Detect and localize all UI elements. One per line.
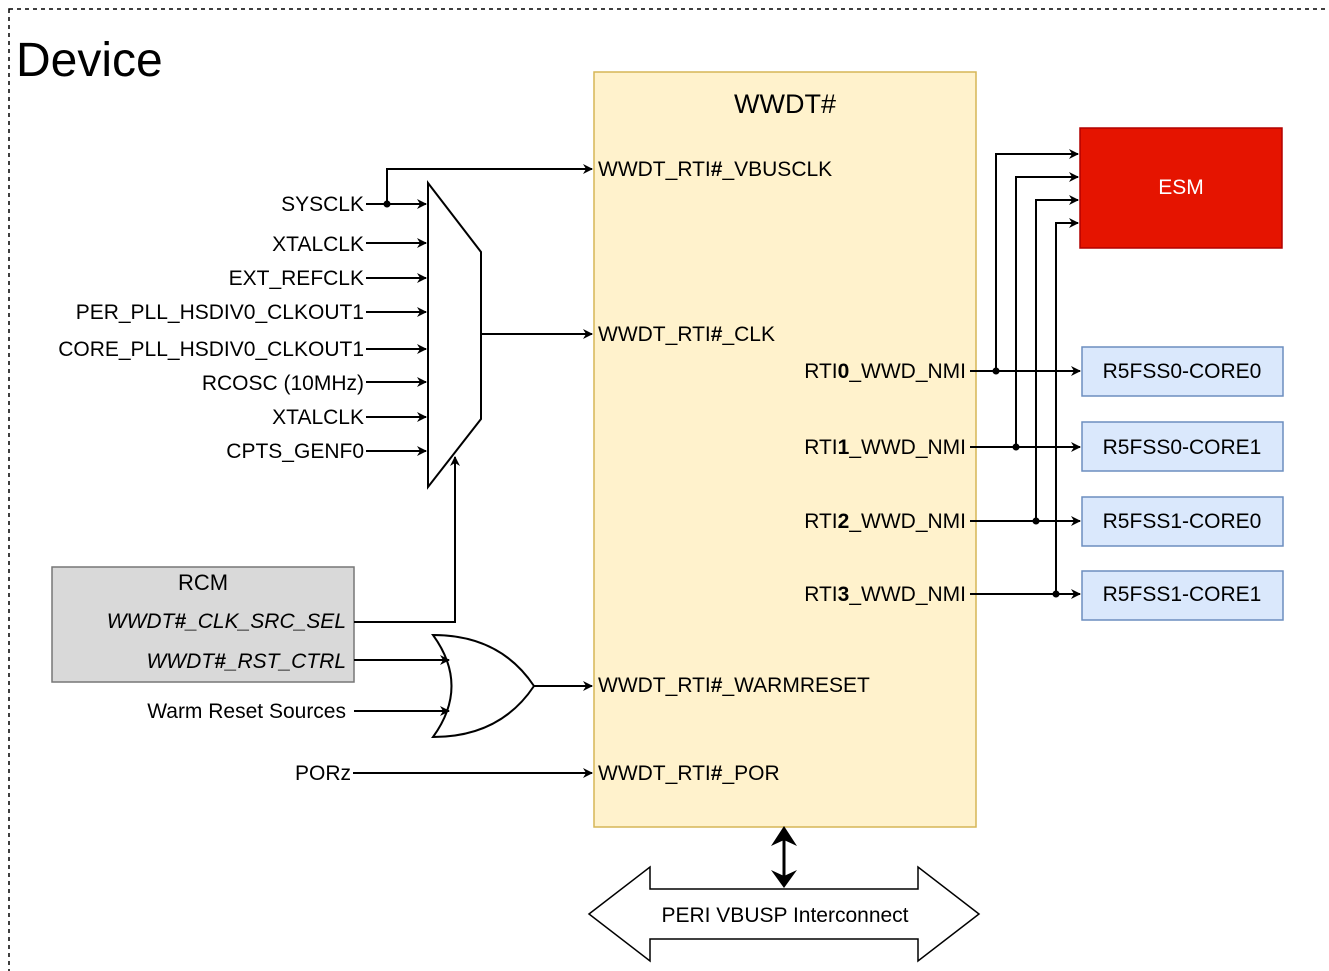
nmi-to-esm-wire xyxy=(1055,218,1079,594)
clock-input-label: XTALCLK xyxy=(272,233,364,256)
core-label: R5FSS1-CORE1 xyxy=(1103,583,1262,606)
clock-input-label: EXT_REFCLK xyxy=(229,267,364,290)
wwdt-port-por: WWDT_RTI#_POR xyxy=(598,762,780,785)
rcm-title: RCM xyxy=(178,570,228,595)
rcm-block xyxy=(51,566,355,683)
esm-label: ESM xyxy=(1158,176,1204,199)
wwdt-title: WWDT# xyxy=(734,89,836,119)
core-block xyxy=(1081,346,1284,397)
clock-mux xyxy=(427,180,482,490)
clock-input-label: XTALCLK xyxy=(272,406,364,429)
wwdt-port-clk: WWDT_RTI#_CLK xyxy=(598,323,775,346)
warm-reset-sources-label: Warm Reset Sources xyxy=(147,700,346,723)
core-block xyxy=(1081,570,1284,621)
clock-input-label: CPTS_GENF0 xyxy=(226,440,364,463)
device-label: Device xyxy=(16,34,163,87)
vbusclk-wire xyxy=(386,164,593,204)
core-block xyxy=(1081,496,1284,547)
nmi-to-esm-wire xyxy=(995,149,1079,371)
nmi-output-label: RTI3_WWD_NMI xyxy=(804,583,966,606)
nmi-to-esm-wire xyxy=(1035,195,1079,521)
nmi-to-esm-wire xyxy=(1015,172,1079,447)
wwdt-block xyxy=(593,71,977,828)
core-block xyxy=(1081,421,1284,472)
wwdt-port-vbusclk: WWDT_RTI#_VBUSCLK xyxy=(598,158,832,181)
core-label: R5FSS0-CORE0 xyxy=(1103,360,1262,383)
interconnect-label: PERI VBUSP Interconnect xyxy=(661,904,908,927)
peri-vbusp-interconnect xyxy=(587,865,981,963)
core-label: R5FSS0-CORE1 xyxy=(1103,436,1262,459)
rcm-clk-src-sel: WWDT#_CLK_SRC_SEL xyxy=(107,610,346,633)
clock-input-label: RCOSC (10MHz) xyxy=(202,372,364,395)
nmi-output-label: RTI0_WWD_NMI xyxy=(804,360,966,383)
nmi-output-label: RTI1_WWD_NMI xyxy=(804,436,966,459)
clock-input-label: CORE_PLL_HSDIV0_CLKOUT1 xyxy=(58,338,364,361)
rcm-rst-ctrl: WWDT#_RST_CTRL xyxy=(146,650,346,673)
porz-label: PORz xyxy=(295,762,351,785)
arrowhead-up xyxy=(771,826,797,846)
or-gate xyxy=(431,633,536,739)
esm-block xyxy=(1079,127,1283,249)
nmi-output-label: RTI2_WWD_NMI xyxy=(804,510,966,533)
clock-input-label: SYSCLK xyxy=(281,193,364,216)
wwdt-port-warmreset: WWDT_RTI#_WARMRESET xyxy=(598,674,870,697)
clock-input-label: PER_PLL_HSDIV0_CLKOUT1 xyxy=(76,301,364,324)
arrowhead-down xyxy=(771,870,797,888)
core-label: R5FSS1-CORE0 xyxy=(1103,510,1262,533)
mux-select-wire xyxy=(354,456,460,623)
